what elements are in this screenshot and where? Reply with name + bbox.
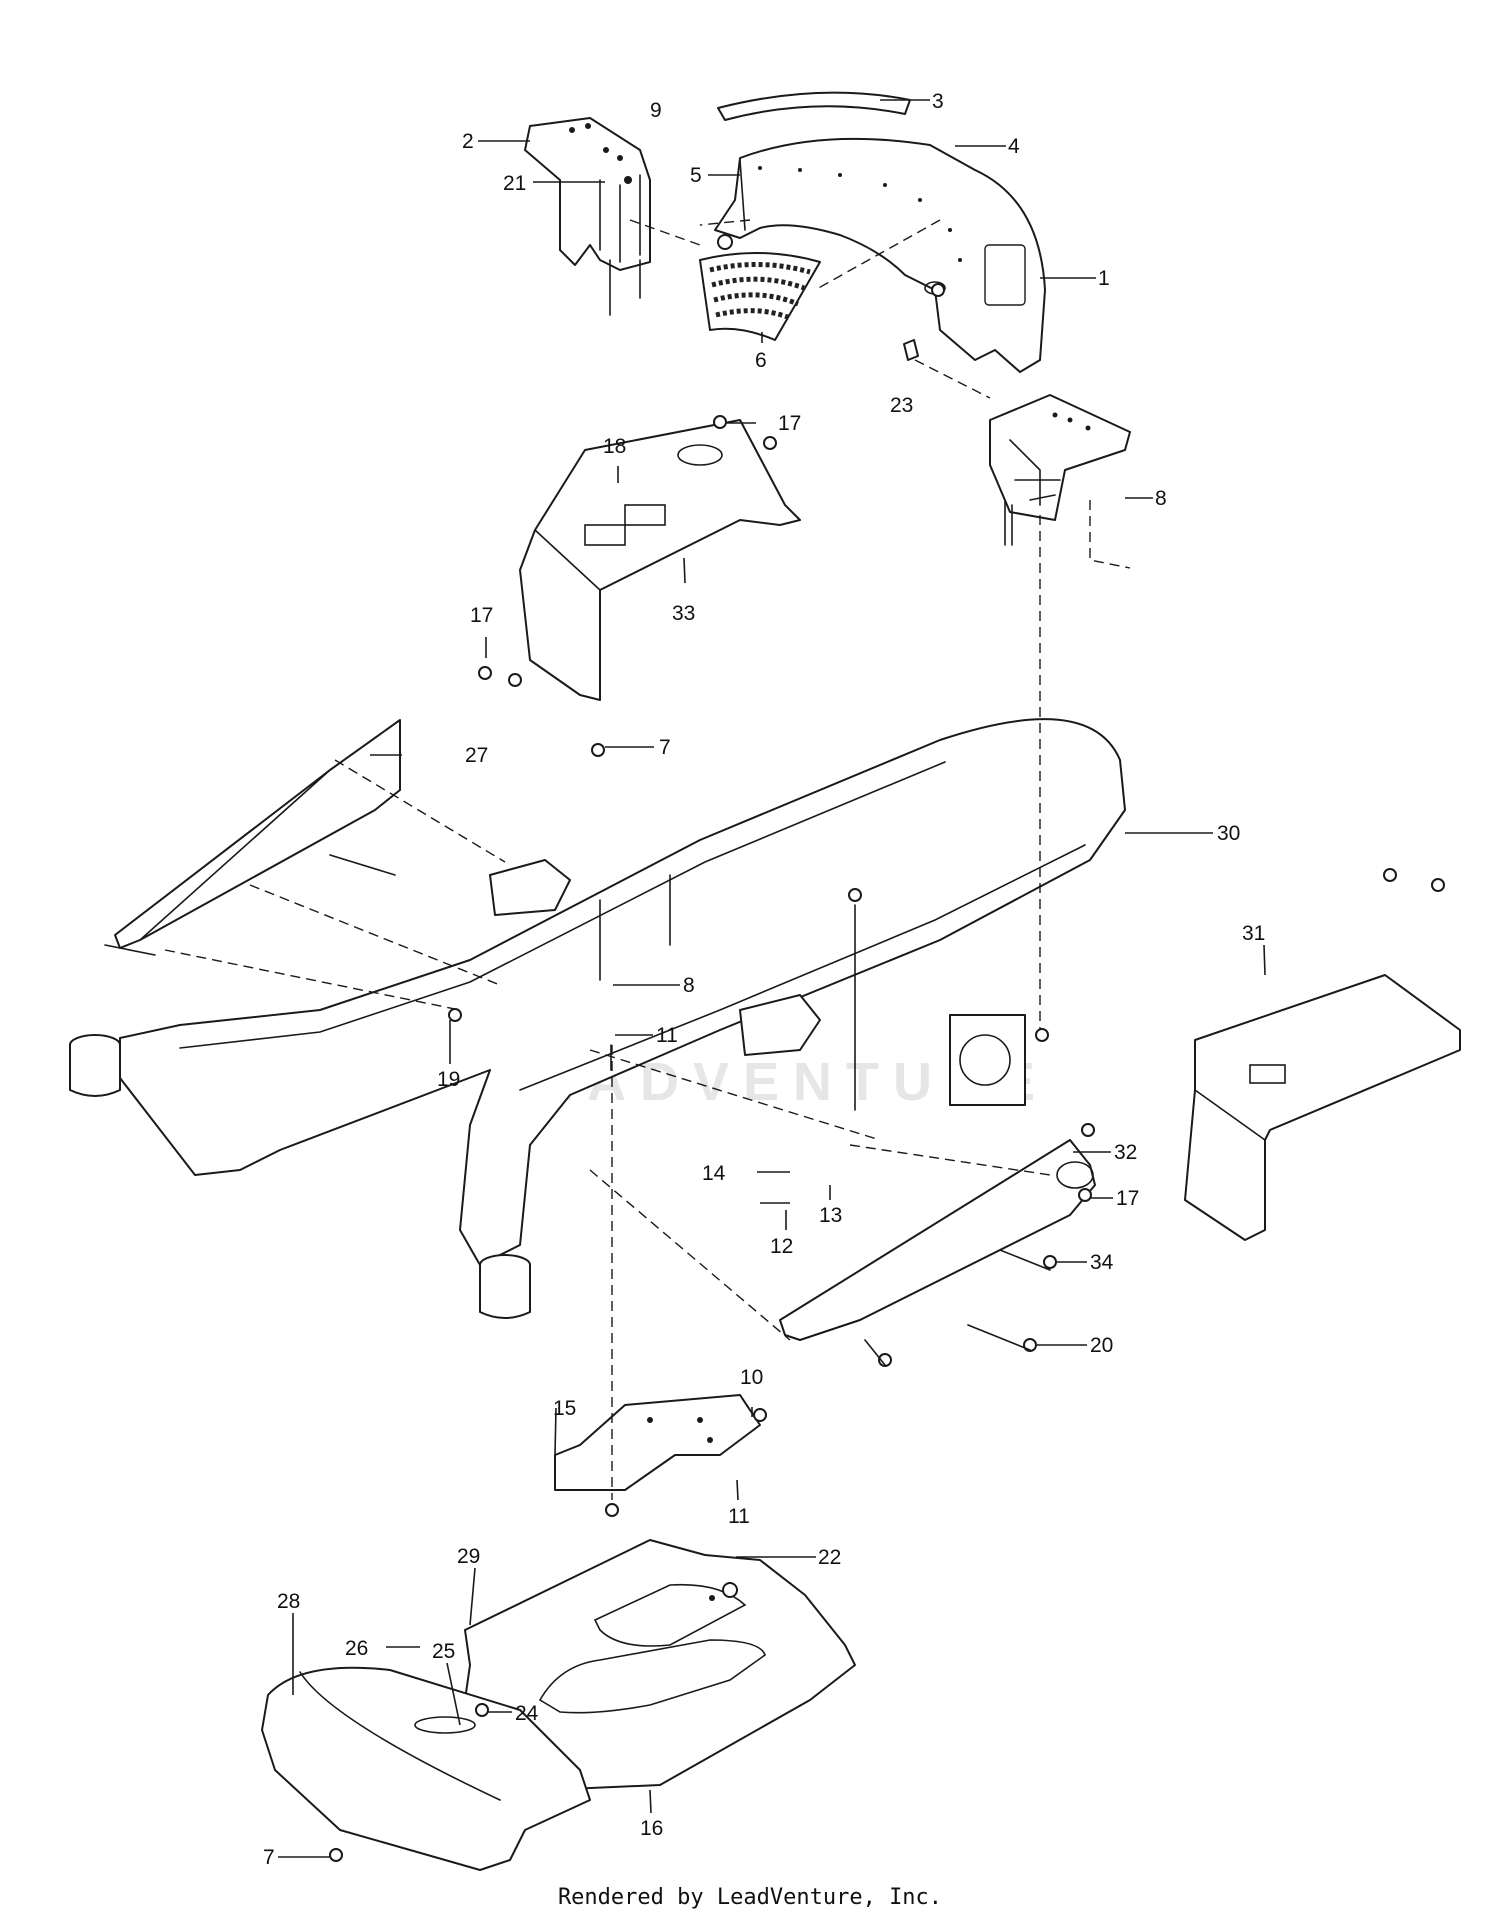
callout-2: 2 (462, 130, 474, 153)
callout-17-right: 17 (1116, 1187, 1139, 1210)
part-1-fender-shroud (714, 137, 1046, 373)
callout-leaders (278, 99, 1266, 1858)
callout-25: 25 (432, 1640, 455, 1663)
right-seat-bracket (989, 394, 1131, 546)
callout-21: 21 (503, 172, 526, 195)
part-31-right-control-panel (1184, 974, 1461, 1241)
callout-27: 27 (465, 744, 488, 767)
part-15-plate (554, 1394, 761, 1491)
callout-32: 32 (1114, 1141, 1137, 1164)
callout-22: 22 (818, 1546, 841, 1569)
part-3-top-cap (717, 91, 911, 121)
callout-31: 31 (1242, 922, 1265, 945)
part-30-main-frame (69, 718, 1126, 1319)
part-28-front-cover (261, 1666, 591, 1871)
callout-13: 13 (819, 1204, 842, 1227)
callout-15: 15 (553, 1397, 576, 1420)
callout-14: 14 (702, 1162, 726, 1185)
callout-28: 28 (277, 1590, 300, 1613)
callout-4: 4 (1008, 135, 1020, 158)
assembly-dash-lines (164, 219, 1131, 1500)
fasteners (104, 234, 1445, 1862)
part-23-clip (903, 339, 919, 361)
callout-11-plate: 11 (728, 1505, 750, 1528)
callout-7-frame: 7 (659, 736, 671, 759)
callout-17-top: 17 (778, 412, 801, 435)
callout-18: 18 (603, 435, 626, 458)
callout-34: 34 (1090, 1251, 1114, 1274)
part-6-grille-insert (699, 252, 821, 341)
callout-10: 10 (740, 1366, 763, 1389)
part-2-left-bracket (524, 117, 651, 316)
callout-24: 24 (515, 1702, 539, 1725)
part-32-right-rail-bracket (779, 1139, 1096, 1341)
callout-labels: 1 2 3 4 5 6 7 7 8 8 9 10 11 11 12 13 14 … (263, 90, 1265, 1869)
callout-19: 19 (437, 1068, 460, 1091)
callout-30: 30 (1217, 822, 1240, 845)
callout-8-frame: 8 (683, 974, 695, 997)
callout-9: 9 (650, 99, 662, 122)
callout-7-cover: 7 (263, 1846, 275, 1869)
part-27-left-rail-bracket (114, 719, 401, 949)
callout-20: 20 (1090, 1334, 1113, 1357)
callout-12: 12 (770, 1235, 793, 1258)
callout-33: 33 (672, 602, 695, 625)
callout-6: 6 (755, 349, 767, 372)
callout-23: 23 (890, 394, 913, 417)
callout-3: 3 (932, 90, 944, 113)
callout-26: 26 (345, 1637, 368, 1660)
render-credit-footer: Rendered by LeadVenture, Inc. (557, 1885, 943, 1910)
callout-16: 16 (640, 1817, 663, 1840)
callout-8-upper: 8 (1155, 487, 1167, 510)
callout-5: 5 (690, 164, 702, 187)
callout-29: 29 (457, 1545, 480, 1568)
callout-1: 1 (1098, 267, 1110, 290)
callout-17-panel: 17 (470, 604, 493, 627)
callout-11-frame: 11 (656, 1024, 678, 1047)
part-33-control-panel (519, 419, 801, 701)
